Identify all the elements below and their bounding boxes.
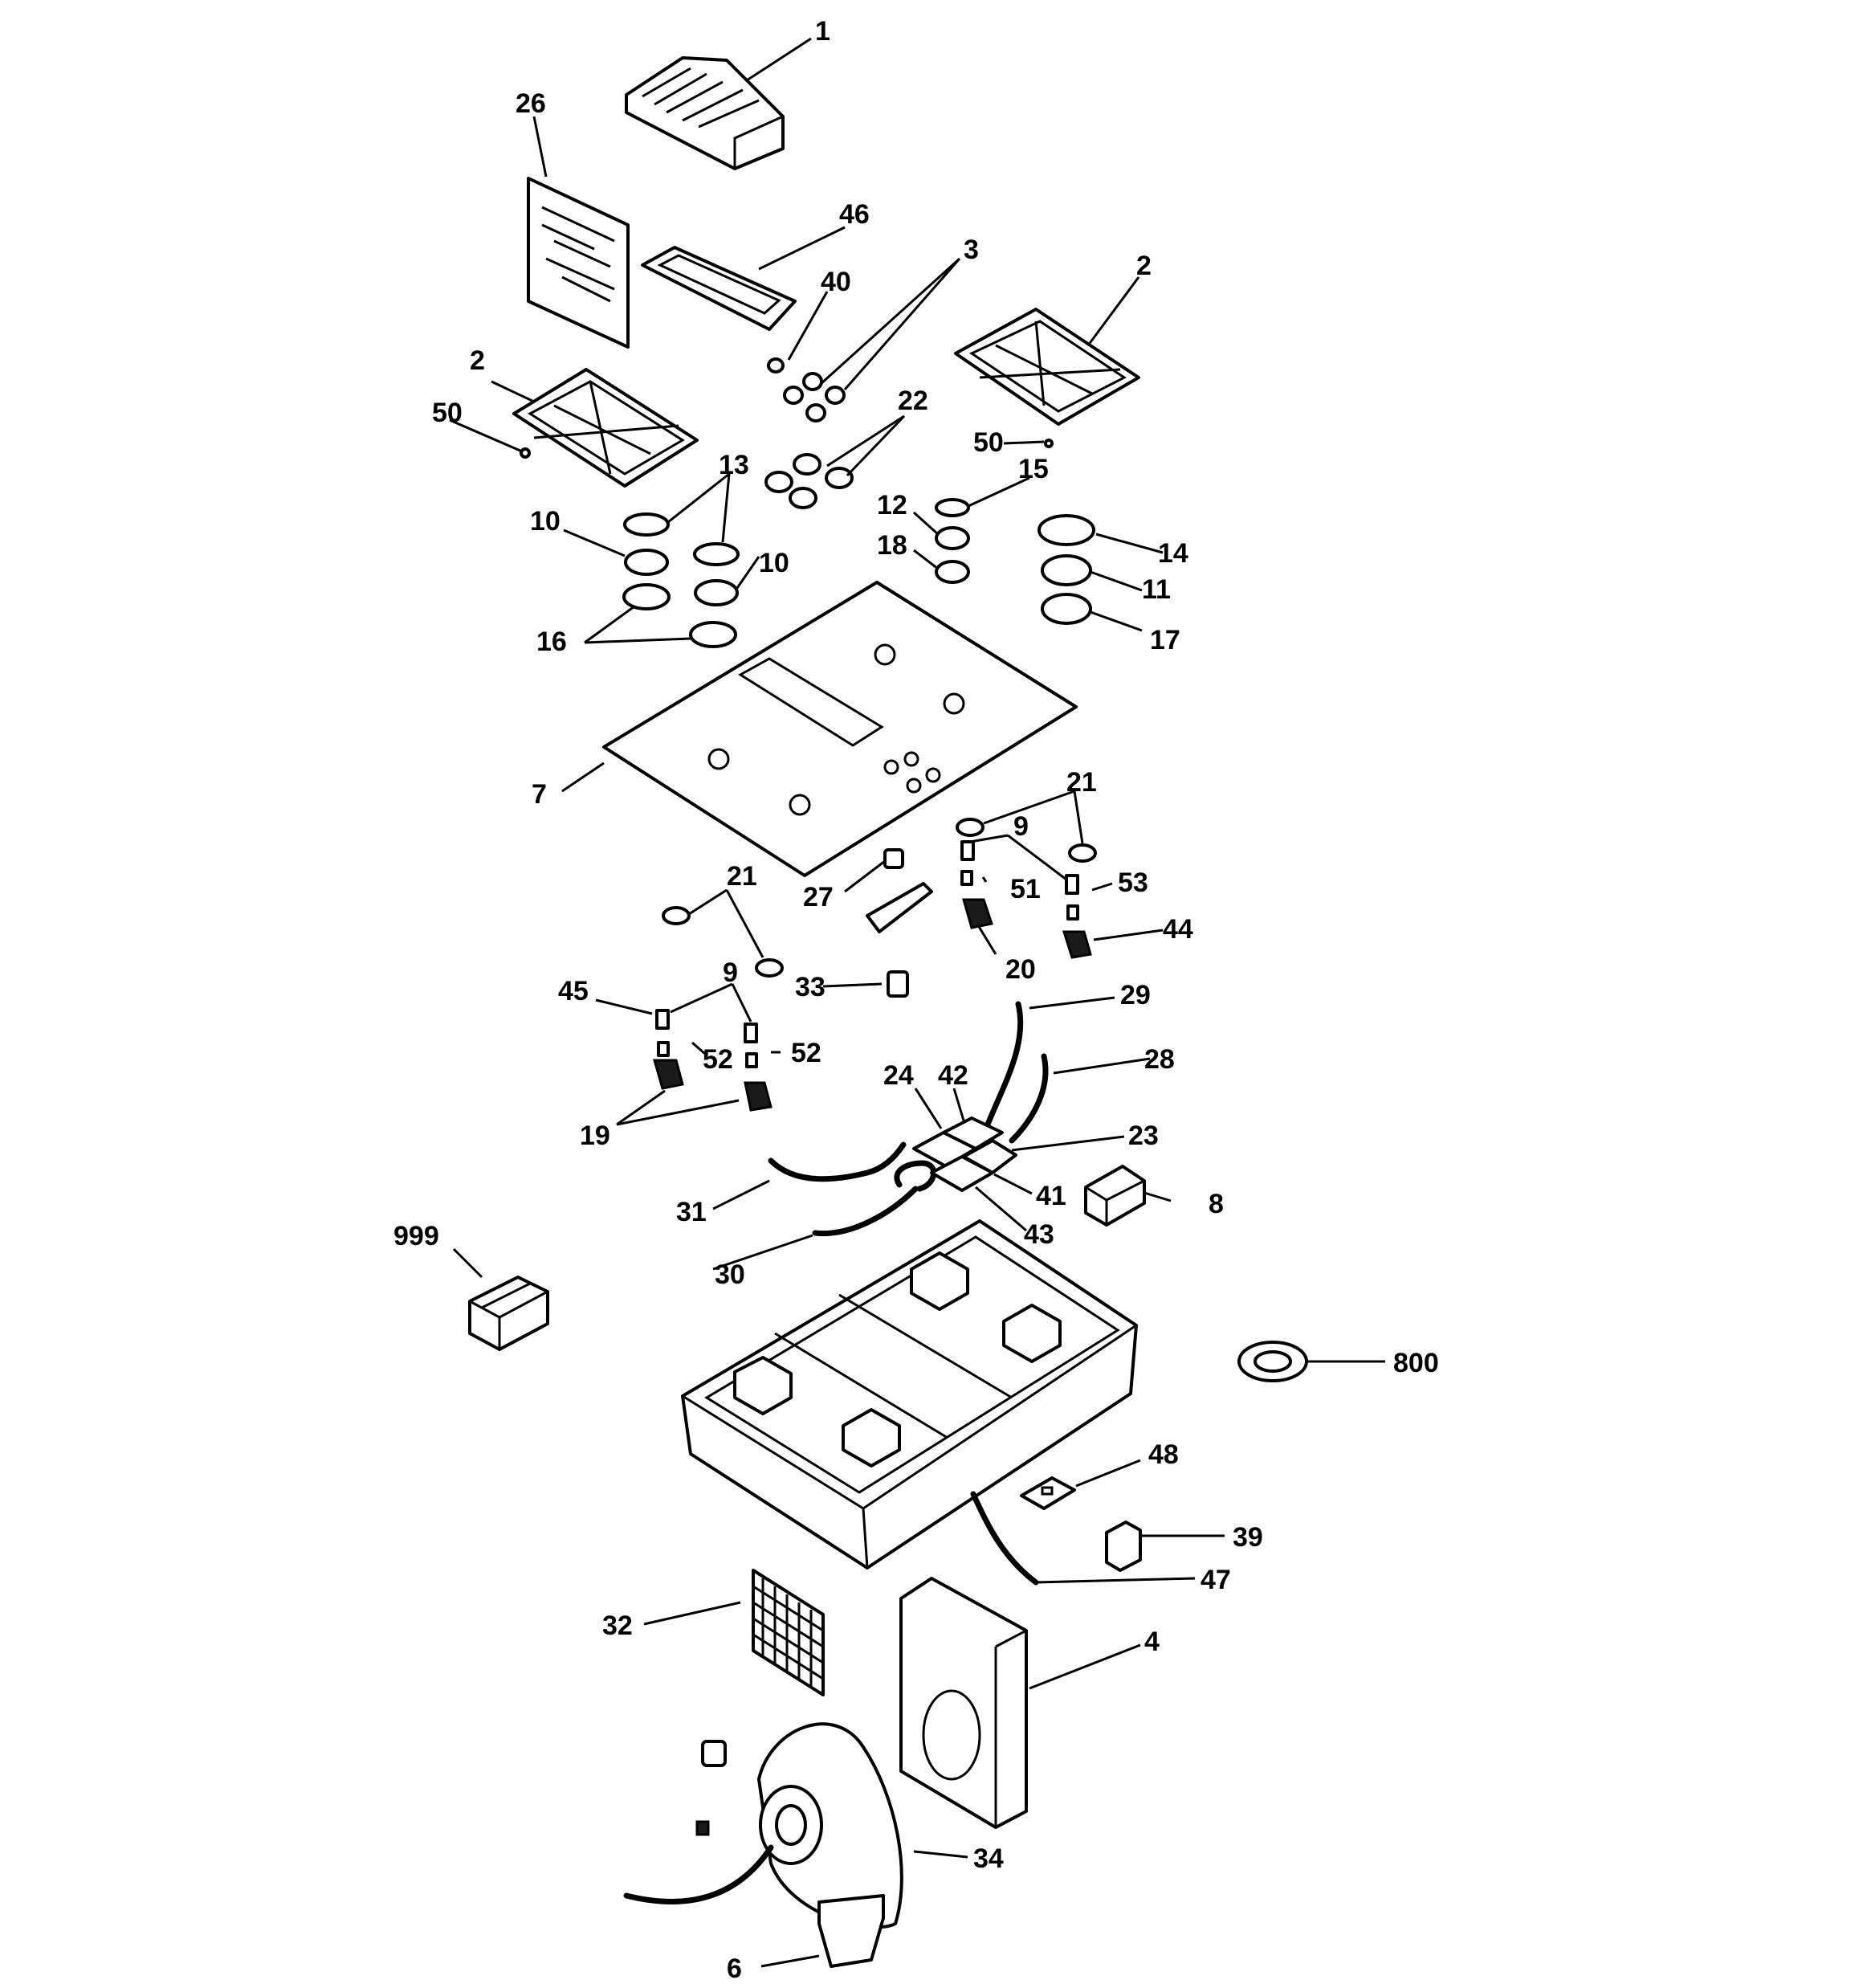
callout-51: 51: [1010, 874, 1041, 904]
part-cooktop-panel: [602, 581, 1078, 877]
callout-28: 28: [1144, 1044, 1175, 1075]
part-terminal-block: [1105, 1521, 1142, 1572]
callout-47: 47: [1201, 1565, 1231, 1595]
callout-4: 4: [1144, 1627, 1160, 1657]
part-igniter-module: [1084, 1165, 1146, 1227]
callout-31: 31: [676, 1197, 707, 1227]
part-gas-tubes: [768, 1001, 1049, 1237]
part-bracket: [866, 848, 933, 998]
part-filter-mesh: [752, 1569, 825, 1696]
callout-9-right: 9: [1013, 811, 1029, 842]
callout-14: 14: [1158, 538, 1188, 569]
callout-40: 40: [821, 267, 851, 297]
callout-21-right: 21: [1066, 767, 1097, 798]
callout-16: 16: [536, 627, 567, 657]
callout-42: 42: [938, 1060, 968, 1091]
callout-53: 53: [1118, 867, 1148, 898]
callout-29: 29: [1120, 980, 1151, 1010]
callout-800: 800: [1393, 1348, 1439, 1378]
callout-32: 32: [602, 1610, 633, 1641]
part-screw-right: [1044, 439, 1054, 448]
callout-26: 26: [516, 88, 546, 119]
part-knobs: [767, 357, 846, 423]
part-valve-ring-c: [662, 906, 691, 925]
callout-20: 20: [1005, 954, 1036, 985]
callout-39: 39: [1233, 1522, 1263, 1553]
part-manifold: [912, 1116, 1017, 1192]
part-valve-ring-a: [956, 818, 984, 837]
part-valves-right: [960, 840, 1092, 959]
callout-2-right: 2: [1136, 251, 1152, 281]
part-vent-grille: [625, 56, 785, 170]
part-rating-label: [1020, 1476, 1076, 1510]
callout-18: 18: [877, 530, 907, 561]
part-valves-left: [653, 1009, 773, 1112]
callout-27: 27: [803, 882, 834, 912]
callout-10-a: 10: [530, 506, 561, 537]
callout-13: 13: [719, 450, 749, 480]
part-housing-box: [681, 1219, 1138, 1586]
part-burner-caps-center: [935, 498, 970, 584]
callout-8: 8: [1209, 1189, 1224, 1219]
callout-15: 15: [1018, 454, 1049, 484]
callout-48: 48: [1148, 1439, 1179, 1470]
callout-43: 43: [1024, 1219, 1054, 1250]
part-valve-ring-b: [1068, 843, 1097, 863]
callout-10-b: 10: [759, 548, 789, 578]
callout-1: 1: [815, 16, 830, 47]
part-gasket: [641, 246, 797, 331]
callout-50-right: 50: [973, 427, 1004, 458]
part-grate-right: [954, 308, 1140, 426]
part-burner-caps-right: [1037, 514, 1095, 625]
callout-12: 12: [877, 490, 907, 520]
callout-labels: 1 26 46 3 40 2 2 50 22 50 13 15 12 10 10…: [393, 16, 1439, 1984]
callout-23: 23: [1128, 1121, 1159, 1151]
callout-33: 33: [795, 972, 826, 1002]
callout-21-left: 21: [727, 861, 757, 892]
part-valve-ring-d: [755, 958, 784, 978]
part-blower-motor: [623, 1722, 903, 1929]
callout-6: 6: [727, 1953, 742, 1984]
part-blower-duct: [899, 1577, 1028, 1829]
callout-34: 34: [973, 1843, 1004, 1874]
callout-24: 24: [883, 1060, 914, 1091]
leader-lines: [449, 37, 1385, 1968]
callout-45: 45: [558, 976, 589, 1006]
callout-17: 17: [1150, 625, 1180, 655]
callout-9-left: 9: [723, 957, 738, 988]
part-grate-left: [512, 368, 699, 488]
callout-50-left: 50: [432, 398, 463, 428]
part-screw-left: [520, 447, 531, 459]
part-grease-cup: [817, 1894, 885, 1968]
callout-46: 46: [839, 199, 870, 230]
part-parts-box: [468, 1276, 549, 1351]
callout-7: 7: [532, 779, 547, 810]
callout-11: 11: [1142, 574, 1171, 605]
part-bezels: [764, 453, 854, 509]
callout-52-a: 52: [703, 1044, 733, 1075]
callout-22: 22: [898, 386, 928, 416]
callout-3: 3: [964, 235, 979, 265]
callout-2-left: 2: [470, 345, 485, 376]
callout-41: 41: [1036, 1181, 1066, 1211]
callout-44: 44: [1163, 914, 1193, 945]
part-manual-sheet: [527, 177, 630, 349]
callout-19: 19: [580, 1121, 610, 1151]
callout-52-b: 52: [791, 1038, 821, 1068]
callout-30: 30: [715, 1259, 745, 1290]
part-burner-caps-left: [622, 512, 740, 648]
part-burner-ring: [1237, 1341, 1308, 1382]
callout-999: 999: [393, 1221, 439, 1251]
